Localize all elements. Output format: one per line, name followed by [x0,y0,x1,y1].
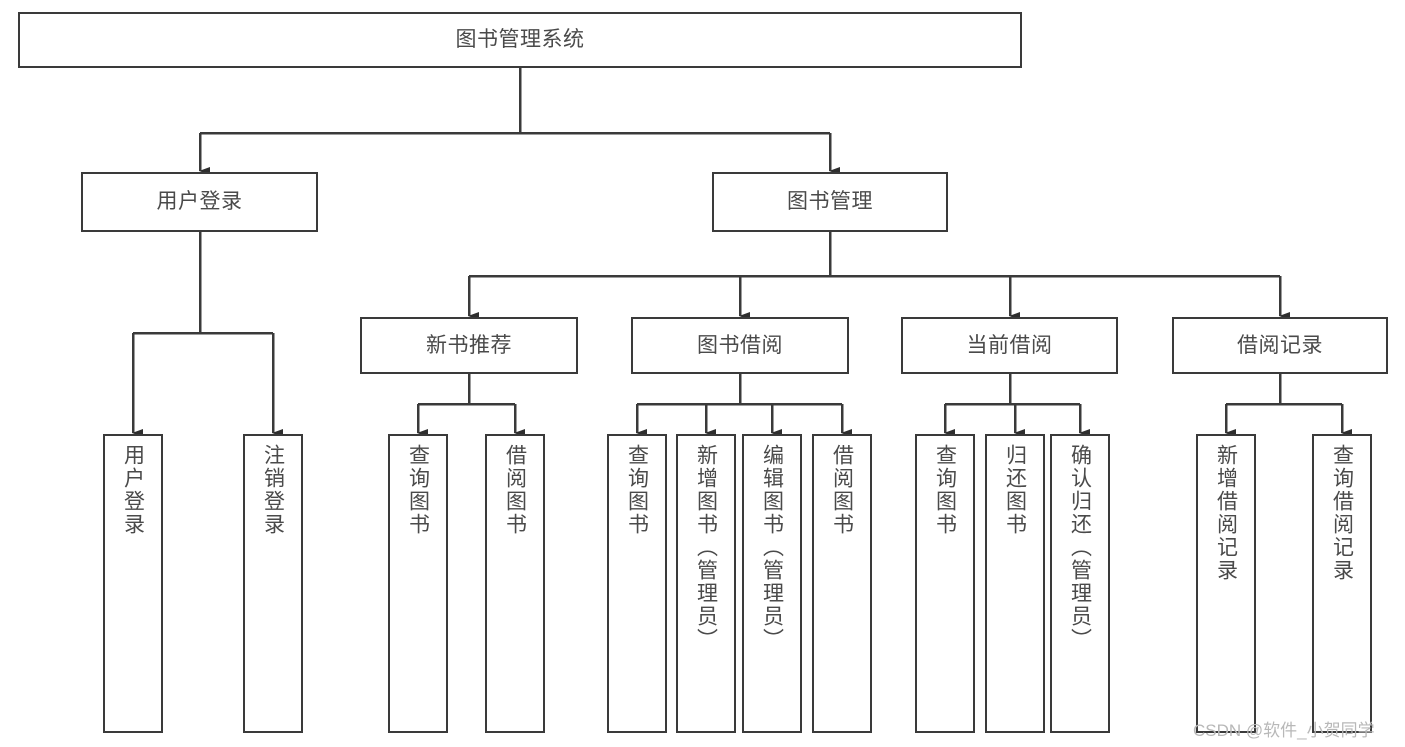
node-l3-borrow-record[interactable]: 借阅记录 [1172,317,1388,374]
node-label: 查询图书 [406,444,430,536]
node-label: 注销登录 [261,444,285,536]
node-leaf-add-book[interactable]: 新增图书（管理员） [676,434,736,733]
node-label: 用户登录 [156,190,243,214]
node-leaf-query-book-2[interactable]: 查询图书 [607,434,667,733]
node-leaf-query-book-3[interactable]: 查询图书 [915,434,975,733]
node-l3-book-borrow[interactable]: 图书借阅 [631,317,849,374]
node-label: 新增借阅记录 [1214,444,1238,582]
node-leaf-confirm-return[interactable]: 确认归还（管理员） [1050,434,1110,733]
node-label: 图书管理系统 [455,28,585,52]
node-l2-user-login[interactable]: 用户登录 [81,172,318,232]
csdn-watermark: CSDN @软件_小贺同学 [1193,721,1375,740]
node-l3-current-borrow[interactable]: 当前借阅 [901,317,1118,374]
node-leaf-query-book-1[interactable]: 查询图书 [388,434,448,733]
node-label: 图书管理 [787,190,873,214]
node-leaf-return-book[interactable]: 归还图书 [985,434,1045,733]
node-label: 确认归还（管理员） [1068,444,1092,651]
node-leaf-user-login[interactable]: 用户登录 [103,434,163,733]
node-l2-book-mgmt[interactable]: 图书管理 [712,172,948,232]
node-label: 借阅图书 [503,444,527,536]
node-root[interactable]: 图书管理系统 [18,12,1022,68]
node-leaf-add-record[interactable]: 新增借阅记录 [1196,434,1256,733]
node-leaf-logout[interactable]: 注销登录 [243,434,303,733]
node-leaf-borrow-book-2[interactable]: 借阅图书 [812,434,872,733]
node-label: 查询图书 [625,444,649,536]
node-leaf-edit-book[interactable]: 编辑图书（管理员） [742,434,802,733]
node-label: 借阅图书 [830,444,854,536]
node-label: 查询借阅记录 [1330,444,1354,582]
node-l3-new-book-rec[interactable]: 新书推荐 [360,317,578,374]
node-label: 查询图书 [933,444,957,536]
node-leaf-borrow-book-1[interactable]: 借阅图书 [485,434,545,733]
node-label: 归还图书 [1003,444,1027,536]
node-label: 图书借阅 [697,333,783,357]
node-label: 借阅记录 [1237,333,1323,357]
node-leaf-query-record[interactable]: 查询借阅记录 [1312,434,1372,733]
node-label: 当前借阅 [966,333,1053,357]
node-label: 编辑图书（管理员） [760,444,784,651]
node-label: 用户登录 [121,444,145,536]
node-label: 新增图书（管理员） [694,444,718,651]
node-label: 新书推荐 [426,333,512,357]
